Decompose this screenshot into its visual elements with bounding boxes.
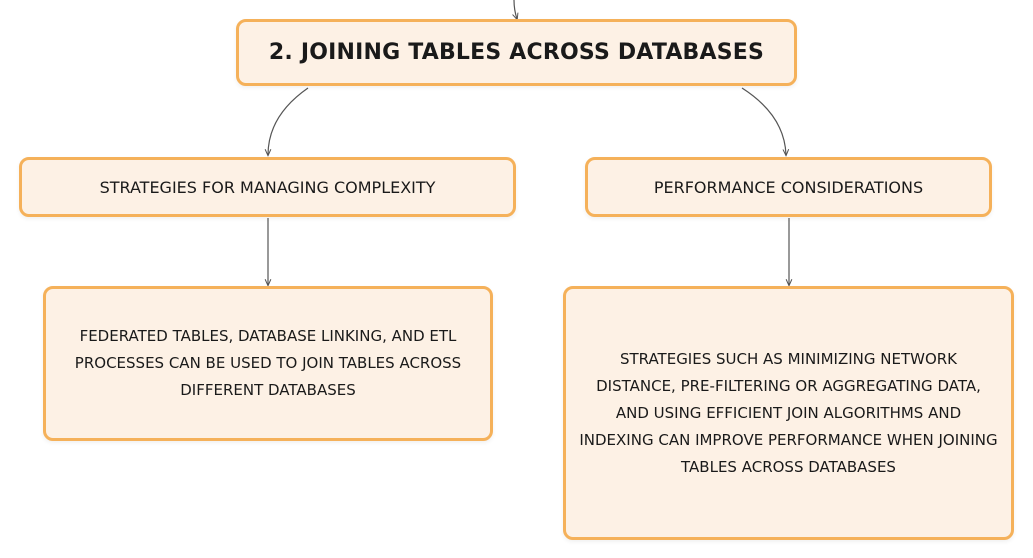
detail-text-performance: STRATEGIES SUCH AS MINIMIZING NETWORK DI… <box>579 349 998 476</box>
root-topic-label: 2. JOINING TABLES ACROSS DATABASES <box>268 40 765 65</box>
root-topic-node[interactable]: 2. JOINING TABLES ACROSS DATABASES <box>236 19 797 86</box>
branch-label-strategies: STRATEGIES FOR MANAGING COMPLEXITY <box>99 177 436 197</box>
connector-root-to-right-branch <box>741 87 786 155</box>
branch-node-strategies[interactable]: STRATEGIES FOR MANAGING COMPLEXITY <box>19 157 516 217</box>
connector-root-to-left-branch <box>268 87 309 155</box>
connector-parent-to-root <box>514 0 517 19</box>
detail-text-strategies: FEDERATED TABLES, DATABASE LINKING, AND … <box>74 327 462 399</box>
detail-node-performance[interactable]: STRATEGIES SUCH AS MINIMIZING NETWORK DI… <box>563 286 1014 540</box>
detail-node-strategies[interactable]: FEDERATED TABLES, DATABASE LINKING, AND … <box>43 286 493 441</box>
branch-node-performance[interactable]: PERFORMANCE CONSIDERATIONS <box>585 157 992 217</box>
branch-label-performance: PERFORMANCE CONSIDERATIONS <box>653 177 924 197</box>
